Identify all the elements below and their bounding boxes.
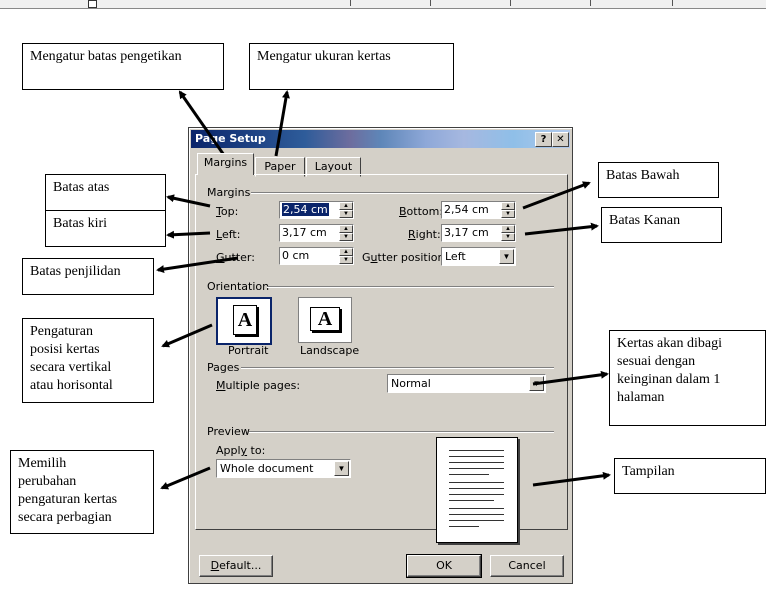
- cancel-button[interactable]: Cancel: [490, 555, 564, 577]
- callout-batas-kiri: Batas kiri: [45, 210, 166, 247]
- ruler-indent-handle[interactable]: [88, 0, 97, 8]
- gutter-label: Gutter:: [216, 251, 255, 264]
- tab-margins[interactable]: Margins: [197, 153, 254, 175]
- callout-batas-penjilidan: Batas penjilidan: [22, 258, 154, 295]
- spin-up-icon[interactable]: ▲: [339, 202, 353, 210]
- right-margin-value[interactable]: 3,17 cm: [444, 226, 489, 239]
- spin-down-icon[interactable]: ▼: [501, 210, 515, 218]
- callout-tampilan: Tampilan: [614, 458, 766, 494]
- pages-group-label: Pages: [207, 361, 240, 374]
- bottom-margin-spinner[interactable]: 2,54 cm ▲▼: [441, 201, 516, 219]
- chevron-down-icon[interactable]: ▼: [334, 461, 349, 476]
- spin-up-icon[interactable]: ▲: [501, 202, 515, 210]
- multiple-pages-value: Normal: [391, 377, 431, 390]
- page-setup-dialog: Page Setup ? ✕ Margins Paper Layout Marg…: [188, 127, 573, 584]
- callout-posisi-kertas: Pengaturan posisi kertas secara vertikal…: [22, 318, 154, 403]
- spin-down-icon[interactable]: ▼: [339, 233, 353, 241]
- gutter-spinner[interactable]: 0 cm ▲▼: [279, 247, 354, 265]
- multiple-pages-select[interactable]: Normal ▼: [387, 374, 546, 393]
- portrait-page-icon: A: [233, 305, 257, 335]
- ruler-tick: [430, 0, 431, 6]
- top-margin-value[interactable]: 2,54 cm: [282, 203, 329, 216]
- landscape-option[interactable]: A: [298, 297, 352, 343]
- preview-group-label: Preview: [207, 425, 250, 438]
- margins-group-label: Margins: [207, 186, 251, 199]
- left-label: Left:: [216, 228, 241, 241]
- right-margin-spinner[interactable]: 3,17 cm ▲▼: [441, 224, 516, 242]
- close-button[interactable]: ✕: [552, 132, 569, 147]
- bottom-label: Bottom:: [399, 205, 444, 218]
- apply-to-select[interactable]: Whole document ▼: [216, 459, 351, 478]
- top-margin-spinner[interactable]: 2,54 cm ▲▼: [279, 201, 354, 219]
- portrait-option[interactable]: A: [216, 297, 272, 345]
- tab-paper[interactable]: Paper: [255, 157, 305, 177]
- group-divider: [249, 431, 554, 433]
- chevron-down-icon[interactable]: ▼: [529, 376, 544, 391]
- group-divider: [241, 367, 554, 369]
- left-margin-spinner[interactable]: 3,17 cm ▲▼: [279, 224, 354, 242]
- gutter-position-value: Left: [445, 250, 466, 263]
- default-button[interactable]: Default...: [199, 555, 273, 577]
- margins-tab-panel: [195, 174, 568, 530]
- apply-to-label: Apply to:: [216, 444, 266, 457]
- title-bar[interactable]: Page Setup ? ✕: [191, 130, 570, 148]
- ruler: [0, 0, 766, 9]
- tab-layout[interactable]: Layout: [306, 157, 361, 177]
- landscape-label[interactable]: Landscape: [300, 344, 360, 357]
- callout-ukuran-kertas: Mengatur ukuran kertas: [249, 43, 454, 90]
- spin-down-icon[interactable]: ▼: [501, 233, 515, 241]
- orientation-group-label: Orientation: [207, 280, 270, 293]
- callout-batas-atas: Batas atas: [45, 174, 166, 211]
- spin-down-icon[interactable]: ▼: [339, 256, 353, 264]
- portrait-label[interactable]: Portrait: [228, 344, 269, 357]
- spin-up-icon[interactable]: ▲: [339, 225, 353, 233]
- help-button[interactable]: ?: [535, 132, 552, 147]
- ruler-tick: [672, 0, 673, 6]
- page-preview: [436, 437, 518, 543]
- group-divider: [267, 286, 554, 288]
- right-label: Right:: [408, 228, 441, 241]
- ok-button[interactable]: OK: [406, 554, 482, 578]
- ruler-tick: [590, 0, 591, 6]
- callout-dibagi: Kertas akan dibagi sesuai dengan keingin…: [609, 330, 766, 426]
- bottom-margin-value[interactable]: 2,54 cm: [444, 203, 489, 216]
- dialog-title: Page Setup: [195, 132, 266, 145]
- left-margin-value[interactable]: 3,17 cm: [282, 226, 327, 239]
- top-label: Top:: [216, 205, 239, 218]
- ruler-tick: [510, 0, 511, 6]
- callout-batas-bawah: Batas Bawah: [598, 162, 719, 198]
- callout-batas-pengetikan: Mengatur batas pengetikan: [22, 43, 224, 90]
- chevron-down-icon[interactable]: ▼: [499, 249, 514, 264]
- group-divider: [251, 192, 554, 194]
- multiple-pages-label: Multiple pages:: [216, 379, 301, 392]
- apply-to-value: Whole document: [220, 462, 314, 475]
- ruler-tick: [350, 0, 351, 6]
- spin-down-icon[interactable]: ▼: [339, 210, 353, 218]
- spin-up-icon[interactable]: ▲: [501, 225, 515, 233]
- gutter-position-select[interactable]: Left ▼: [441, 247, 516, 266]
- callout-perubahan: Memilih perubahan pengaturan kertas seca…: [10, 450, 154, 534]
- callout-batas-kanan: Batas Kanan: [601, 207, 722, 243]
- gutter-position-label: Gutter position:: [362, 251, 449, 264]
- landscape-page-icon: A: [310, 307, 340, 331]
- spin-up-icon[interactable]: ▲: [339, 248, 353, 256]
- gutter-value[interactable]: 0 cm: [282, 249, 310, 262]
